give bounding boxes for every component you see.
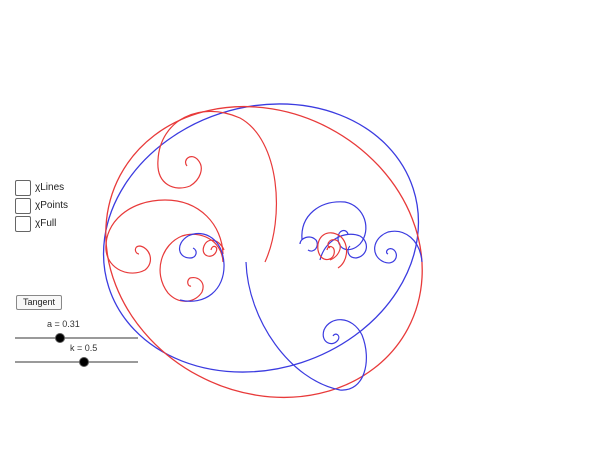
checkbox-row-points[interactable]: χPoints bbox=[15, 198, 68, 214]
red-outer-ellipse bbox=[105, 105, 423, 399]
red-spiral-top bbox=[157, 110, 278, 263]
blue-spiral-right-mid bbox=[319, 233, 367, 261]
checkbox-label-full: χFull bbox=[35, 218, 57, 229]
checkbox-row-lines[interactable]: χLines bbox=[15, 180, 64, 196]
checkbox-lines[interactable] bbox=[15, 180, 31, 196]
blue-spiral-right-far bbox=[374, 230, 423, 264]
blue-spiral-left-loop bbox=[179, 232, 225, 302]
checkbox-label-points: χPoints bbox=[35, 200, 69, 211]
slider-k-track[interactable] bbox=[15, 361, 138, 363]
checkbox-full[interactable] bbox=[15, 216, 31, 232]
slider-a-knob[interactable] bbox=[55, 333, 66, 343]
blue-spiral-right-top bbox=[301, 201, 367, 251]
slider-k-knob[interactable] bbox=[78, 357, 89, 367]
blue-spiral-right-bottom bbox=[245, 261, 367, 391]
blue-outer-ellipse bbox=[102, 103, 420, 373]
slider-a-label: a = 0.31 bbox=[47, 319, 80, 329]
tangent-button[interactable]: Tangent bbox=[16, 295, 62, 310]
blue-spiral-right-small bbox=[299, 236, 318, 252]
red-spiral-inner bbox=[202, 239, 225, 257]
red-spiral-bottom bbox=[159, 233, 224, 302]
checkbox-label-lines: χLines bbox=[35, 182, 65, 193]
checkbox-points[interactable] bbox=[15, 198, 31, 214]
slider-k-label: k = 0.5 bbox=[70, 343, 98, 353]
checkbox-row-full[interactable]: χFull bbox=[15, 216, 56, 232]
slider-a-track[interactable] bbox=[15, 337, 138, 339]
red-spiral-left bbox=[105, 199, 224, 274]
red-spiral-right bbox=[317, 232, 348, 269]
red-spiral-right-inner bbox=[327, 239, 341, 261]
